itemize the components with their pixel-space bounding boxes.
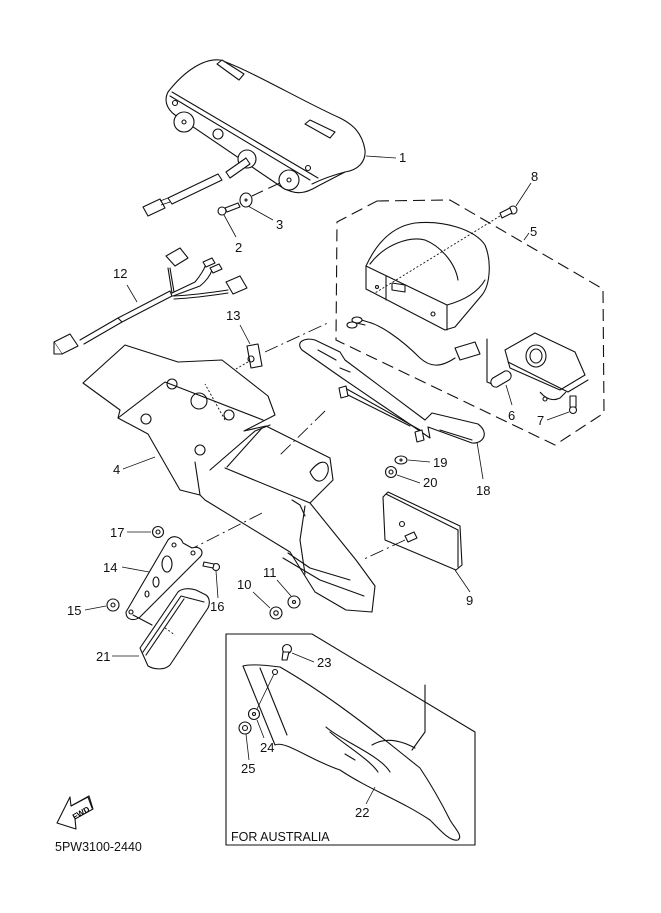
clip-13[interactable] <box>209 321 331 385</box>
callout-8: 8 <box>515 169 538 207</box>
callout-24: 24 <box>256 719 274 755</box>
svg-text:23: 23 <box>317 655 331 670</box>
svg-text:12: 12 <box>113 266 127 281</box>
part-code: 5PW3100-2440 <box>55 840 142 854</box>
svg-text:16: 16 <box>210 599 224 614</box>
callout-19: 19 <box>407 455 447 470</box>
callout-17: 17 <box>110 525 151 540</box>
nut-15[interactable] <box>106 598 120 612</box>
svg-text:17: 17 <box>110 525 124 540</box>
svg-text:2: 2 <box>235 240 242 255</box>
callout-12: 12 <box>113 266 138 303</box>
callout-2: 2 <box>223 214 242 255</box>
svg-text:9: 9 <box>466 593 473 608</box>
screw-2[interactable] <box>217 202 241 216</box>
screw-7[interactable] <box>568 395 578 415</box>
callout-25: 25 <box>241 733 255 776</box>
washer-24[interactable] <box>247 673 275 721</box>
callout-22: 22 <box>355 786 376 820</box>
callout-3: 3 <box>247 205 283 232</box>
bolt-8[interactable] <box>374 205 518 294</box>
svg-text:4: 4 <box>113 462 120 477</box>
license-light-assembly[interactable] <box>346 221 589 402</box>
washer-19[interactable] <box>394 455 408 465</box>
svg-text:24: 24 <box>260 740 274 755</box>
washer-3[interactable] <box>239 181 283 208</box>
svg-text:22: 22 <box>355 805 369 820</box>
callout-7: 7 <box>537 411 570 428</box>
svg-text:8: 8 <box>531 169 538 184</box>
bulb-6[interactable] <box>490 370 512 388</box>
callout-20: 20 <box>396 474 437 490</box>
svg-text:15: 15 <box>67 603 81 618</box>
svg-text:5: 5 <box>530 224 537 239</box>
reflector-9[interactable] <box>361 491 463 571</box>
svg-text:19: 19 <box>433 455 447 470</box>
fwd-arrow-icon: FWD <box>56 795 94 830</box>
callout-1: 1 <box>365 150 406 165</box>
callout-6: 6 <box>505 384 515 423</box>
washer-11[interactable] <box>287 595 301 609</box>
nut-20[interactable] <box>384 465 398 479</box>
svg-text:18: 18 <box>476 483 490 498</box>
callout-10: 10 <box>237 577 271 609</box>
svg-text:6: 6 <box>508 408 515 423</box>
svg-text:10: 10 <box>237 577 251 592</box>
callout-23: 23 <box>291 652 331 670</box>
license-plate-bracket[interactable] <box>299 338 485 444</box>
svg-text:25: 25 <box>241 761 255 776</box>
rear-flap-22[interactable] <box>242 664 461 841</box>
svg-text:14: 14 <box>103 560 117 575</box>
region-box-label: FOR AUSTRALIA <box>231 830 330 844</box>
bolt-23[interactable] <box>281 643 293 661</box>
callout-18: 18 <box>476 441 490 498</box>
reflector-stay-14[interactable] <box>125 536 203 626</box>
callout-11: 11 <box>263 565 292 597</box>
region-box-australia: FOR AUSTRALIA <box>225 633 476 846</box>
callout-15: 15 <box>67 603 107 618</box>
callout-16: 16 <box>210 570 224 614</box>
nut-25[interactable] <box>238 721 252 735</box>
svg-text:3: 3 <box>276 217 283 232</box>
svg-text:7: 7 <box>537 413 544 428</box>
wire-harness[interactable] <box>53 247 248 355</box>
svg-text:20: 20 <box>423 475 437 490</box>
reflector-21[interactable] <box>139 588 210 670</box>
callout-21: 21 <box>96 649 139 664</box>
rear-fender-bracket[interactable] <box>82 344 376 613</box>
callout-9: 9 <box>454 569 473 608</box>
callout-14: 14 <box>103 560 150 575</box>
screw-16[interactable] <box>202 561 221 572</box>
assembly-5-outline <box>335 199 605 446</box>
svg-text:1: 1 <box>399 150 406 165</box>
callout-5: 5 <box>523 224 537 241</box>
nut-17[interactable] <box>151 525 165 539</box>
svg-text:13: 13 <box>226 308 240 323</box>
nut-10[interactable] <box>269 606 283 620</box>
callout-13: 13 <box>226 308 251 345</box>
taillight-assembly[interactable] <box>142 59 366 217</box>
callout-4: 4 <box>113 456 156 477</box>
svg-text:21: 21 <box>96 649 110 664</box>
svg-text:11: 11 <box>263 565 277 580</box>
